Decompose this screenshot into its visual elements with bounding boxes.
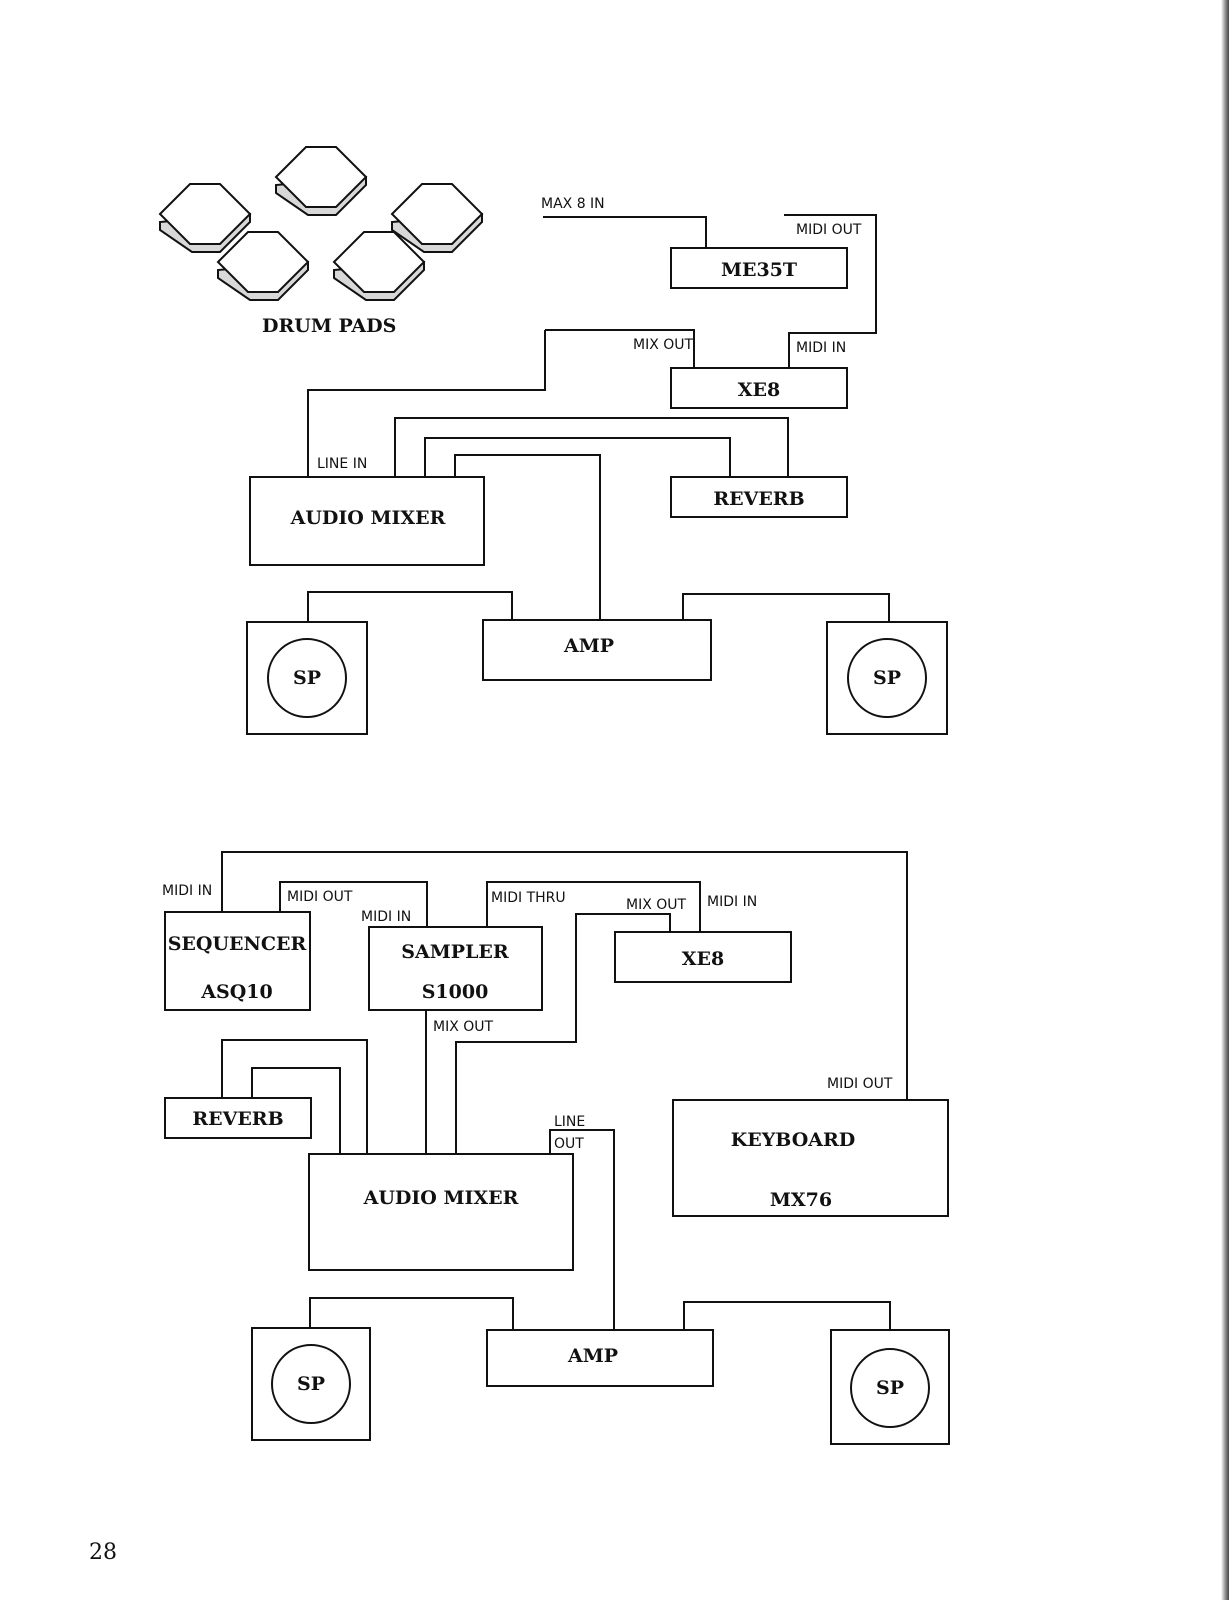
xe8-label-2: XE8 <box>682 948 724 970</box>
s1000-label: S1000 <box>422 981 489 1003</box>
drum-pad-4 <box>216 231 310 301</box>
out-label: OUT <box>554 1136 584 1152</box>
reverb-label-2: REVERB <box>192 1108 283 1130</box>
xe8-box-2 <box>614 931 792 983</box>
mx76-label: MX76 <box>770 1189 832 1211</box>
mix-out-label: MIX OUT <box>633 337 694 353</box>
max8in-label: MAX 8 IN <box>541 196 605 212</box>
midi-in-seq-label: MIDI IN <box>162 883 212 899</box>
midi-out-kb-label: MIDI OUT <box>827 1076 893 1092</box>
xe8-box <box>670 367 848 409</box>
sequencer-box <box>164 911 311 1011</box>
xe8-label: XE8 <box>738 379 780 401</box>
drum-pad-1 <box>158 183 252 253</box>
mix-out-xe8-label: MIX OUT <box>626 897 687 913</box>
audio-mixer-label-2: AUDIO MIXER <box>363 1187 519 1209</box>
diagram-sampler-setup: SEQUENCER ASQ10 SAMPLER S1000 XE8 REVERB… <box>162 851 950 1445</box>
amp-label-2: AMP <box>567 1345 618 1367</box>
speaker-right-label: SP <box>873 667 901 689</box>
audio-mixer-box-2 <box>308 1153 574 1271</box>
midi-in-label: MIDI IN <box>796 340 846 356</box>
speaker-right-2: SP <box>830 1329 950 1445</box>
keyboard-label: KEYBOARD <box>731 1129 856 1151</box>
drum-pad-2 <box>274 146 368 216</box>
speaker-left: SP <box>246 621 368 735</box>
sequencer-label: SEQUENCER <box>168 933 307 955</box>
speaker-right: SP <box>826 621 948 735</box>
reverb-box <box>670 476 848 518</box>
midi-in-xe8-label: MIDI IN <box>707 894 757 910</box>
sampler-box <box>368 926 543 1011</box>
keyboard-box <box>672 1099 949 1217</box>
speaker-left-2: SP <box>251 1327 371 1441</box>
speaker-right-label-2: SP <box>876 1377 904 1399</box>
drum-pads: DRUM PADS <box>158 146 484 337</box>
reverb-box-2 <box>164 1097 312 1139</box>
drum-pads-label: DRUM PADS <box>262 315 396 337</box>
asq10-label: ASQ10 <box>200 981 272 1003</box>
midi-thru-label: MIDI THRU <box>491 890 566 906</box>
speaker-left-label: SP <box>293 667 321 689</box>
line-in-label: LINE IN <box>317 456 367 472</box>
diagram1-wires <box>307 214 890 622</box>
audio-mixer-box <box>249 476 485 566</box>
speaker-left-label-2: SP <box>297 1373 325 1395</box>
diagram-drum-setup: DRUM PADS ME35T XE8 REVERB AUDIO MIXER A… <box>158 146 948 735</box>
diagram2-wires <box>221 851 908 1330</box>
midi-in-sampler-label: MIDI IN <box>361 909 411 925</box>
drum-pad-5 <box>332 231 426 301</box>
amp-box <box>482 619 712 681</box>
page-edge-shadow <box>1221 0 1229 1600</box>
amp-label: AMP <box>563 635 614 657</box>
me35t-label: ME35T <box>721 259 797 281</box>
sampler-label: SAMPLER <box>401 941 509 963</box>
audio-mixer-label: AUDIO MIXER <box>290 507 446 529</box>
midi-out-label: MIDI OUT <box>796 222 862 238</box>
page-number: 28 <box>89 1540 117 1565</box>
midi-out-seq-label: MIDI OUT <box>287 889 353 905</box>
line-label: LINE <box>554 1114 585 1130</box>
mix-out-sampler-label: MIX OUT <box>433 1019 494 1035</box>
me35t-box <box>670 247 848 289</box>
amp-box-2 <box>486 1329 714 1387</box>
reverb-label: REVERB <box>713 488 804 510</box>
drum-pad-3 <box>390 183 484 253</box>
